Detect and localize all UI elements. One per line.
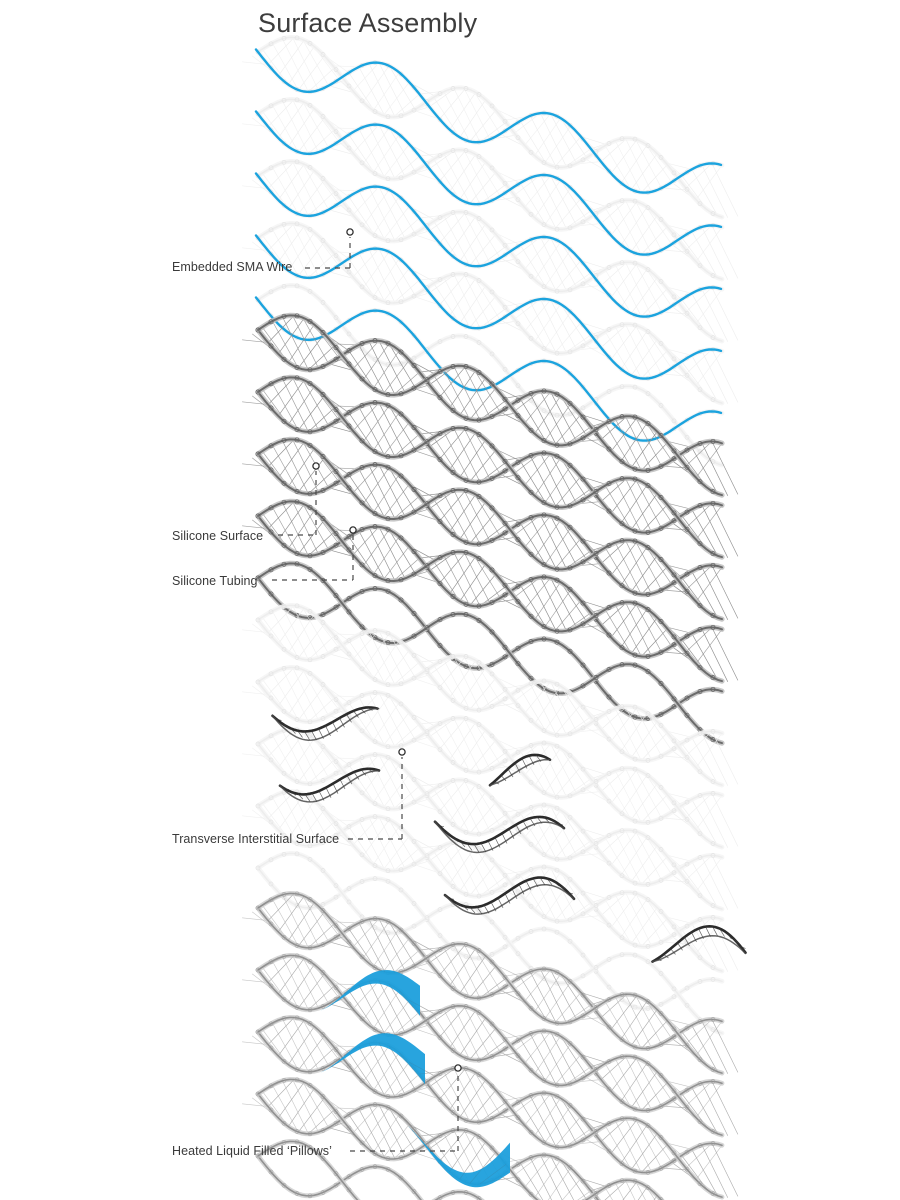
label-silicone-tubing-leader [272, 526, 357, 581]
label-heated-liquid-filled-pillows-leader [350, 1064, 462, 1152]
page-title: Surface Assembly [258, 8, 478, 38]
label-transverse-interstitial-surface: Transverse Interstitial Surface [172, 832, 340, 846]
label-transverse-interstitial-surface-leader [348, 748, 406, 840]
label-embedded-sma-wire: Embedded SMA Wire [172, 260, 293, 274]
label-silicone-tubing: Silicone Tubing [172, 574, 258, 588]
label-silicone-surface: Silicone Surface [172, 529, 264, 543]
label-heated-liquid-filled-pillows: Heated Liquid Filled ‘Pillows’ [172, 1144, 332, 1158]
label-silicone-surface-leader [278, 462, 320, 536]
label-embedded-sma-wire-leader [305, 228, 354, 269]
